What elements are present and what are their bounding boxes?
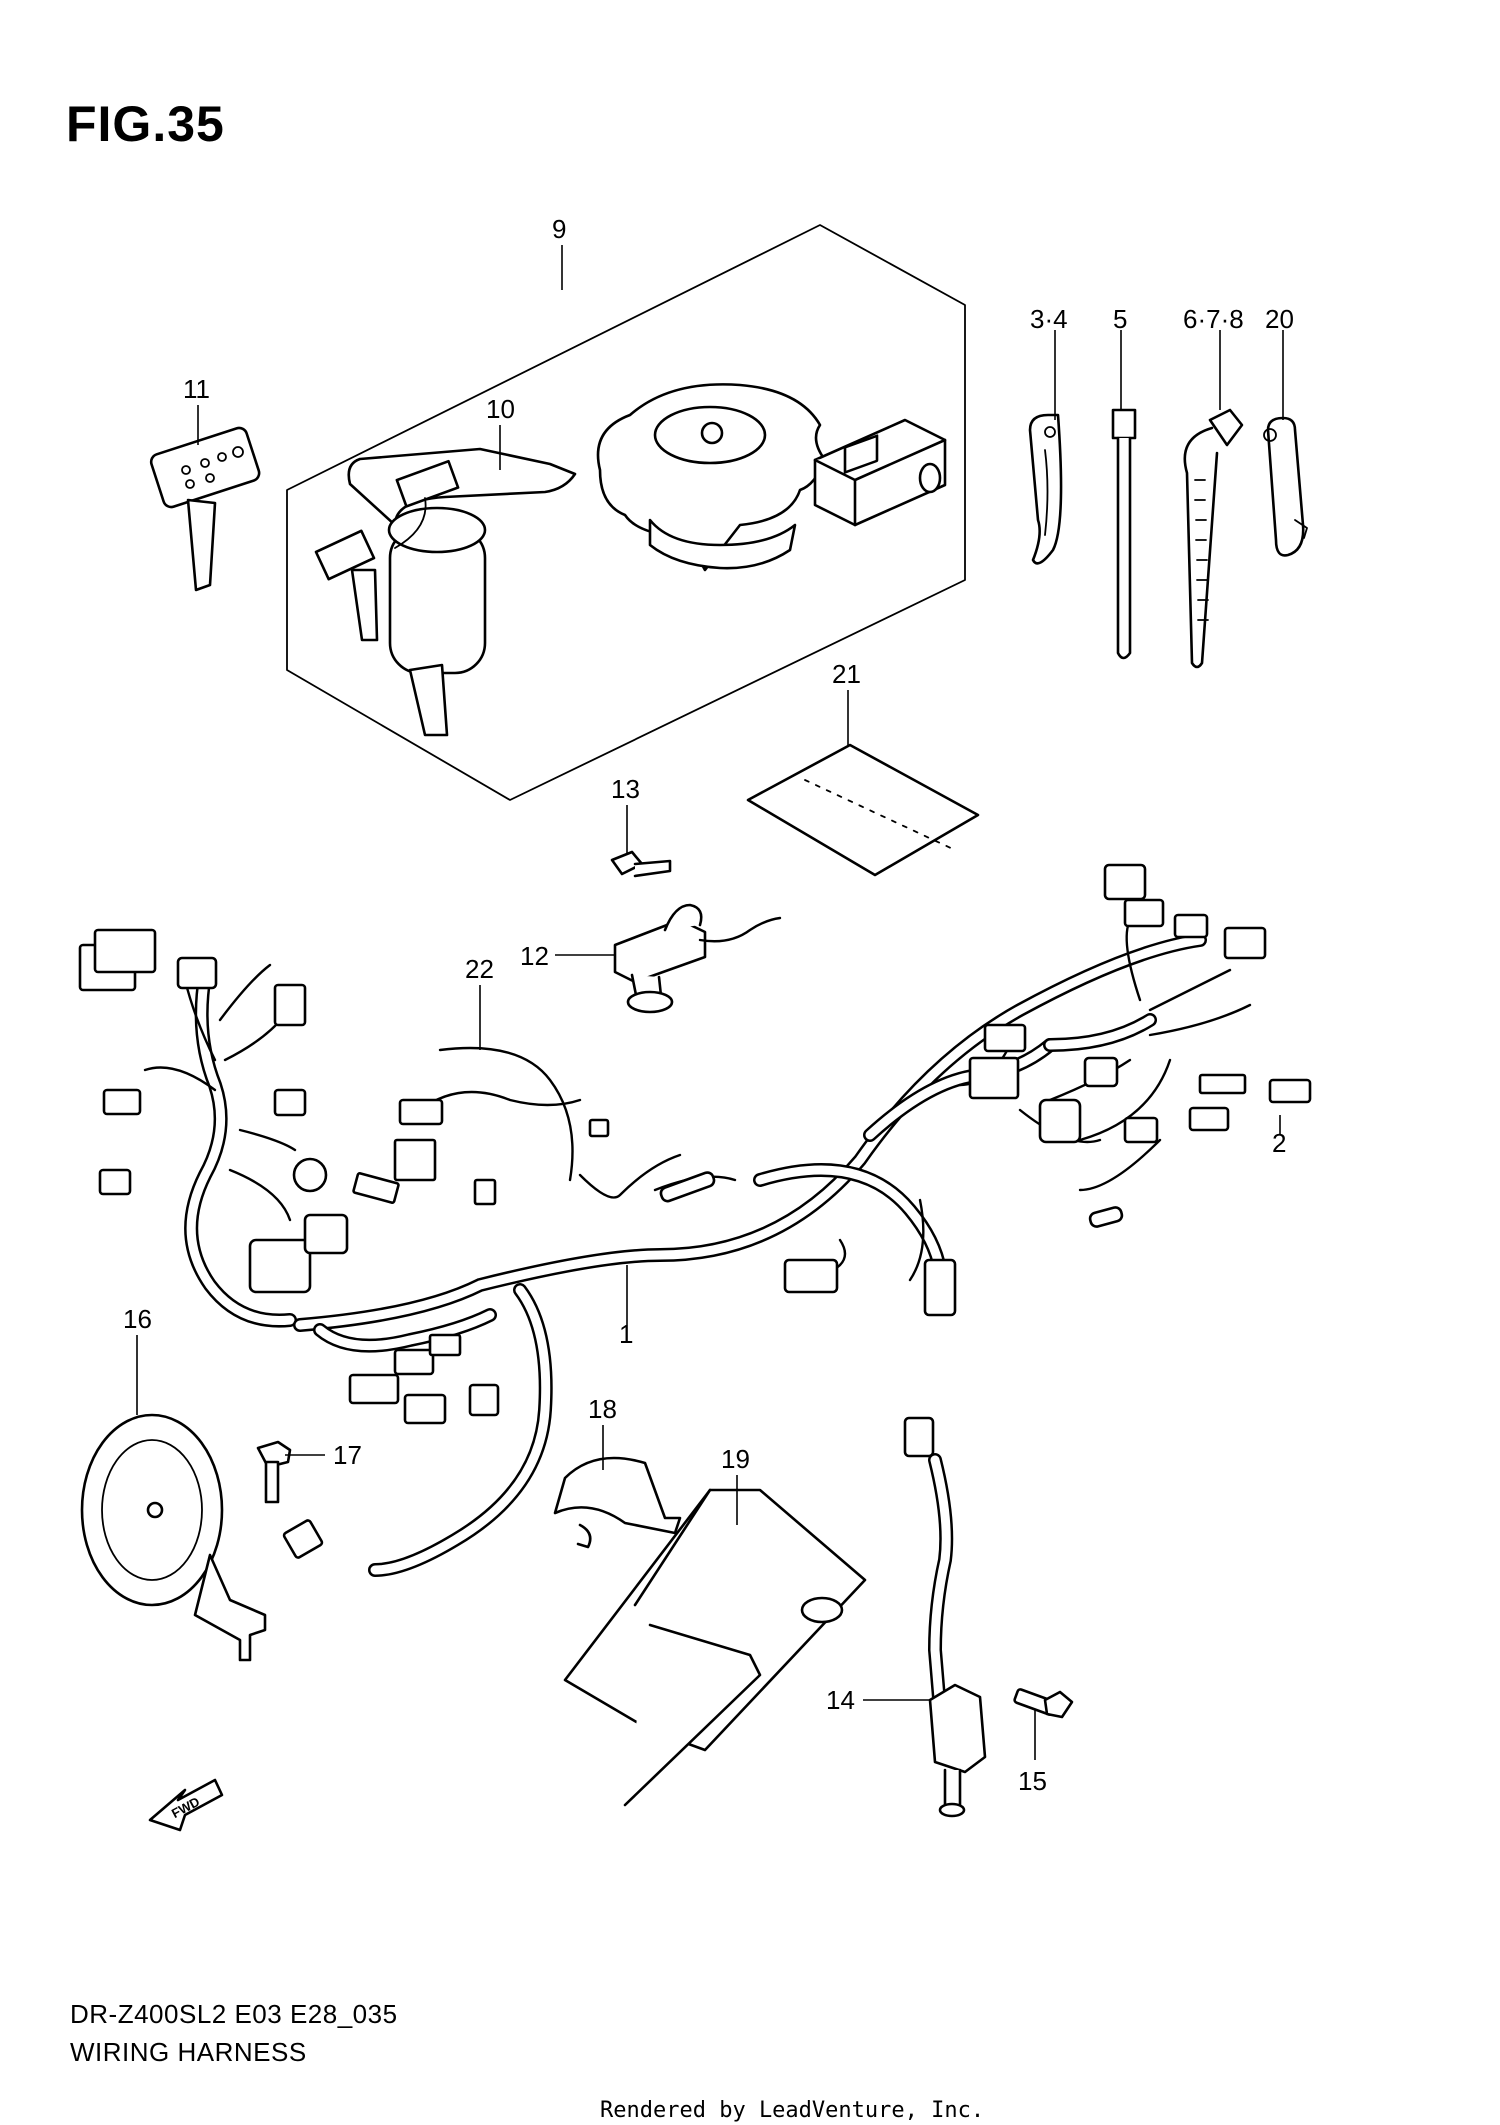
harness-clamp[interactable] bbox=[1028, 413, 1063, 565]
figure-title: FIG.35 bbox=[66, 96, 225, 152]
neutral-switch[interactable] bbox=[613, 903, 782, 1014]
wiring-label-sheet[interactable] bbox=[746, 743, 980, 877]
harness-bracket[interactable] bbox=[563, 1488, 867, 1807]
ignition-kit-box bbox=[286, 224, 966, 801]
callout-20: 20 bbox=[1265, 304, 1294, 334]
key-blank[interactable] bbox=[149, 426, 261, 592]
forward-arrow bbox=[148, 1778, 224, 1832]
connector-group[interactable] bbox=[78, 863, 1312, 1458]
callout-17: 17 bbox=[333, 1440, 362, 1470]
model-code: DR-Z400SL2 E03 E28_035 bbox=[70, 1999, 398, 2029]
callout-13: 13 bbox=[611, 774, 640, 804]
callout-12: 12 bbox=[520, 941, 549, 971]
callout-1: 1 bbox=[619, 1319, 633, 1349]
callout-6-7-8: 6·7·8 bbox=[1183, 304, 1244, 334]
harness-cover[interactable] bbox=[553, 1456, 682, 1549]
callout-5: 5 bbox=[1113, 304, 1127, 334]
screw[interactable] bbox=[610, 850, 672, 878]
ignition-switch[interactable] bbox=[314, 447, 577, 737]
section-name: WIRING HARNESS bbox=[70, 2037, 307, 2067]
callout-16: 16 bbox=[123, 1304, 152, 1334]
horn[interactable] bbox=[80, 1413, 324, 1662]
cable-tie[interactable] bbox=[1111, 408, 1137, 660]
figure-footer: DR-Z400SL2 E03 E28_035 WIRING HARNESS bbox=[70, 1995, 398, 2071]
callout-14: 14 bbox=[826, 1685, 855, 1715]
bolt[interactable] bbox=[256, 1440, 292, 1504]
speed-sensor[interactable] bbox=[927, 1453, 1074, 1818]
callout-18: 18 bbox=[588, 1394, 617, 1424]
callout-10: 10 bbox=[486, 394, 515, 424]
callout-labels: 9 10 11 3·4 5 6·7·8 20 21 13 12 22 2 1 1… bbox=[123, 214, 1294, 1796]
seat-lock[interactable] bbox=[813, 418, 947, 527]
callout-21: 21 bbox=[832, 659, 861, 689]
callout-19: 19 bbox=[721, 1444, 750, 1474]
callout-22: 22 bbox=[465, 954, 494, 984]
harness-clip[interactable] bbox=[1263, 416, 1308, 557]
fuel-cap[interactable] bbox=[596, 383, 827, 572]
callout-3-4: 3·4 bbox=[1030, 304, 1068, 334]
render-credit: Rendered by LeadVenture, Inc. bbox=[600, 2098, 985, 2123]
cable-tie-long[interactable] bbox=[1183, 408, 1244, 669]
callout-2: 2 bbox=[1272, 1128, 1286, 1158]
callout-11: 11 bbox=[183, 374, 210, 404]
callout-9: 9 bbox=[552, 214, 566, 244]
leader-lines bbox=[136, 245, 1284, 1760]
callout-15: 15 bbox=[1018, 1766, 1047, 1796]
